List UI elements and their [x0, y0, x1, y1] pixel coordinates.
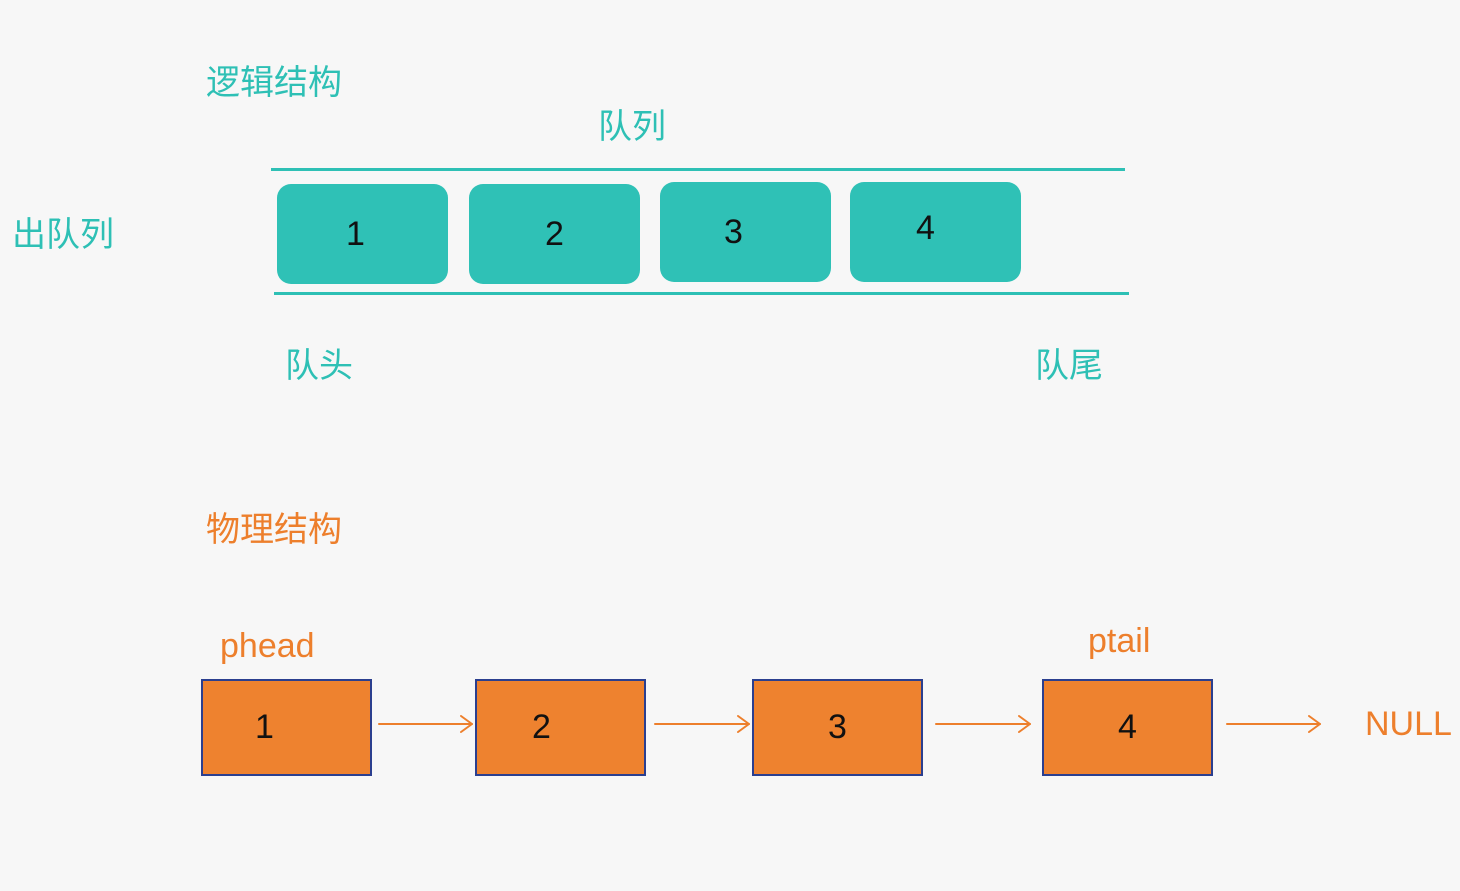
queue-element: 4: [850, 182, 1021, 282]
queue-element: 2: [469, 184, 640, 284]
arrow-node1-to-node2: [378, 715, 473, 733]
list-node-value: 4: [1118, 708, 1137, 746]
queue-element-value: 1: [346, 214, 365, 253]
head-pointer-label: phead: [220, 627, 315, 665]
queue-element-value: 3: [724, 212, 743, 251]
queue-element-value: 2: [545, 214, 564, 253]
list-node: 2: [475, 679, 646, 776]
dequeue-label: 出队列: [12, 215, 114, 255]
queue-bottom-line: [274, 292, 1129, 295]
arrow-node2-to-node3: [654, 715, 750, 733]
tail-pointer-label: ptail: [1088, 622, 1151, 660]
arrow-node3-to-node4: [935, 715, 1031, 733]
queue-top-line: [271, 168, 1125, 171]
null-label: NULL: [1365, 705, 1452, 743]
queue-head-label: 队头: [285, 346, 353, 386]
list-node-value: 2: [532, 708, 551, 746]
list-node: 1: [201, 679, 372, 776]
list-node-value: 1: [255, 708, 274, 746]
logical-structure-title: 逻辑结构: [206, 63, 342, 103]
physical-structure-title: 物理结构: [206, 510, 342, 550]
queue-element: 3: [660, 182, 831, 282]
queue-element: 1: [277, 184, 448, 284]
list-node: 4: [1042, 679, 1213, 776]
queue-tail-label: 队尾: [1035, 346, 1103, 386]
arrow-node4-to-null: [1226, 715, 1321, 733]
queue-label: 队列: [598, 107, 666, 147]
list-node-value: 3: [828, 708, 847, 746]
list-node: 3: [752, 679, 923, 776]
queue-element-value: 4: [916, 208, 935, 247]
